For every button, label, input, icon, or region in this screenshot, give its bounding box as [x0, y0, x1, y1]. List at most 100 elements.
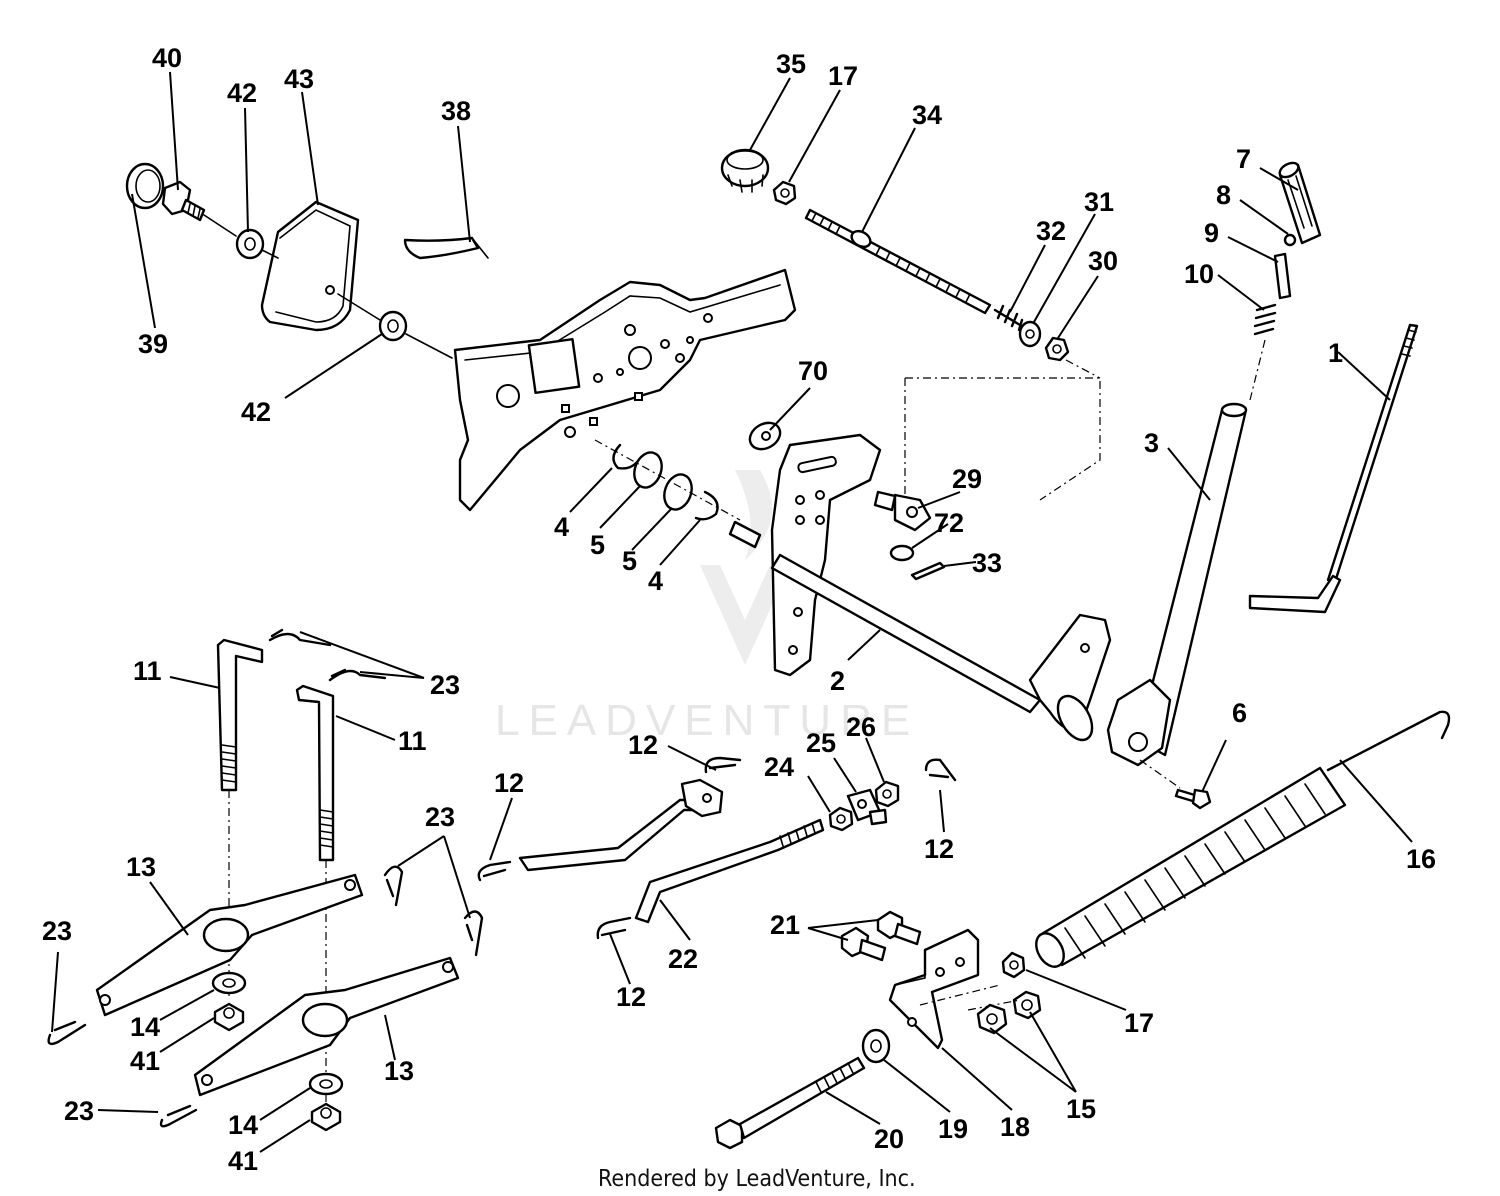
part-41-nut-lower [310, 1102, 342, 1132]
callout-23-mid: 23 [425, 802, 455, 832]
part-42-washer-lower-hole [387, 319, 399, 333]
part-23-hairpin-1 [268, 628, 332, 647]
part-15-nuts [976, 990, 1042, 1035]
leader-lines [51, 71, 1413, 1153]
callout-34: 34 [912, 100, 942, 130]
callout-11-left: 11 [133, 656, 162, 686]
callout-42-lower: 42 [241, 397, 271, 427]
part-38-clip [403, 236, 489, 260]
part-16-spring [1035, 710, 1451, 968]
callout-13-lower: 13 [384, 1056, 414, 1086]
part-12-link-rod [518, 778, 724, 872]
part-32-spring [993, 304, 1024, 332]
part-4-clip-left [612, 443, 639, 470]
part-72-washer [889, 544, 915, 562]
callout-29: 29 [952, 464, 982, 494]
part-39-cap [125, 162, 165, 210]
callout-13-upper: 13 [126, 852, 156, 882]
part-5-ring-left [633, 451, 663, 489]
callout-23-bottom: 23 [64, 1096, 94, 1126]
callout-41-lower: 41 [228, 1146, 258, 1176]
part-23-hairpin-3 [383, 865, 404, 907]
callout-5-right: 5 [622, 546, 637, 576]
callout-14-lower: 14 [228, 1110, 258, 1140]
part-40-bolt [161, 180, 206, 222]
callout-12-lower: 12 [616, 982, 646, 1012]
callout-21: 21 [770, 910, 800, 940]
callout-23-top: 23 [430, 670, 460, 700]
callout-12-top: 12 [628, 730, 658, 760]
part-17-nut-lower [1001, 951, 1026, 979]
callout-70: 70 [798, 356, 828, 386]
part-29-swivel [873, 490, 932, 532]
watermark-logo [700, 470, 790, 665]
callout-33: 33 [972, 548, 1002, 578]
callout-4-left: 4 [554, 512, 569, 542]
part-23-hairpin-5 [47, 1020, 87, 1046]
part-17-nut-top [772, 180, 797, 206]
part-5-ring-right [663, 473, 693, 511]
callout-15: 15 [1066, 1094, 1096, 1124]
part-14-washer-lower [308, 1072, 344, 1096]
part-26-nut [874, 780, 900, 808]
part-1-lift-rod [1248, 323, 1419, 614]
part-13-lever-lower [193, 956, 460, 1097]
part-11-rod-right [295, 684, 335, 862]
callout-22: 22 [668, 944, 698, 974]
centerline-rings [594, 439, 741, 521]
footer-credit: Rendered by LeadVenture, Inc. [598, 1166, 916, 1192]
callout-42-upper: 42 [227, 78, 257, 108]
assembly-line-bolt-washer [203, 214, 453, 359]
part-19-washer-hole [870, 1039, 882, 1053]
part-24-nut [828, 806, 854, 832]
callout-26: 26 [846, 712, 876, 742]
callout-16: 16 [1406, 844, 1436, 874]
part-6-bolt [1174, 788, 1212, 810]
part-31-washer [1018, 320, 1042, 348]
part-23-hairpin-4 [463, 910, 484, 957]
callout-32: 32 [1036, 216, 1066, 246]
callout-72: 72 [934, 508, 964, 538]
callout-1: 1 [1328, 338, 1343, 368]
callout-17-top: 17 [828, 61, 858, 91]
part-10-spring [1253, 303, 1277, 336]
part-41-nut-upper [213, 1002, 245, 1032]
callout-2: 2 [830, 666, 845, 696]
centerline-handle [1249, 339, 1266, 401]
part-8-ball [1283, 233, 1297, 247]
part-25-block [846, 788, 888, 826]
callout-14-upper: 14 [130, 1012, 160, 1042]
part-34-threaded-rod [804, 208, 992, 315]
part-3-lift-lever [1106, 402, 1248, 767]
part-14-washer-upper-hole [222, 978, 236, 988]
part-11-rod-left [216, 638, 264, 792]
callout-30: 30 [1088, 246, 1118, 276]
part-12-hairpin-top [704, 756, 742, 774]
callout-39: 39 [138, 329, 168, 359]
part-23-hairpin-2 [328, 668, 387, 682]
watermark-text: LEADVENTURE [495, 696, 919, 745]
callout-41-upper: 41 [130, 1046, 160, 1076]
callout-9: 9 [1204, 218, 1219, 248]
part-30-nut [1044, 336, 1070, 362]
callout-6: 6 [1232, 698, 1247, 728]
callout-5-left: 5 [590, 530, 605, 560]
part-43-shroud [260, 200, 360, 332]
callout-10: 10 [1184, 259, 1214, 289]
callout-31: 31 [1084, 187, 1114, 217]
part-14-washer-upper [211, 971, 247, 995]
part-22-threaded-link [634, 818, 825, 924]
centerline-bracket [919, 984, 1021, 1011]
callout-3: 3 [1144, 428, 1159, 458]
callout-11-right: 11 [398, 726, 427, 756]
part-14-washer-lower-hole [319, 1079, 333, 1089]
part-12-hairpin-left [477, 860, 512, 882]
callout-40: 40 [152, 43, 182, 73]
callout-43: 43 [284, 64, 314, 94]
callout-17-lower: 17 [1124, 1008, 1154, 1038]
callout-25: 25 [806, 728, 836, 758]
part-2-lift-shaft [728, 433, 1112, 742]
callout-20: 20 [874, 1124, 904, 1154]
callout-18: 18 [1000, 1112, 1030, 1142]
